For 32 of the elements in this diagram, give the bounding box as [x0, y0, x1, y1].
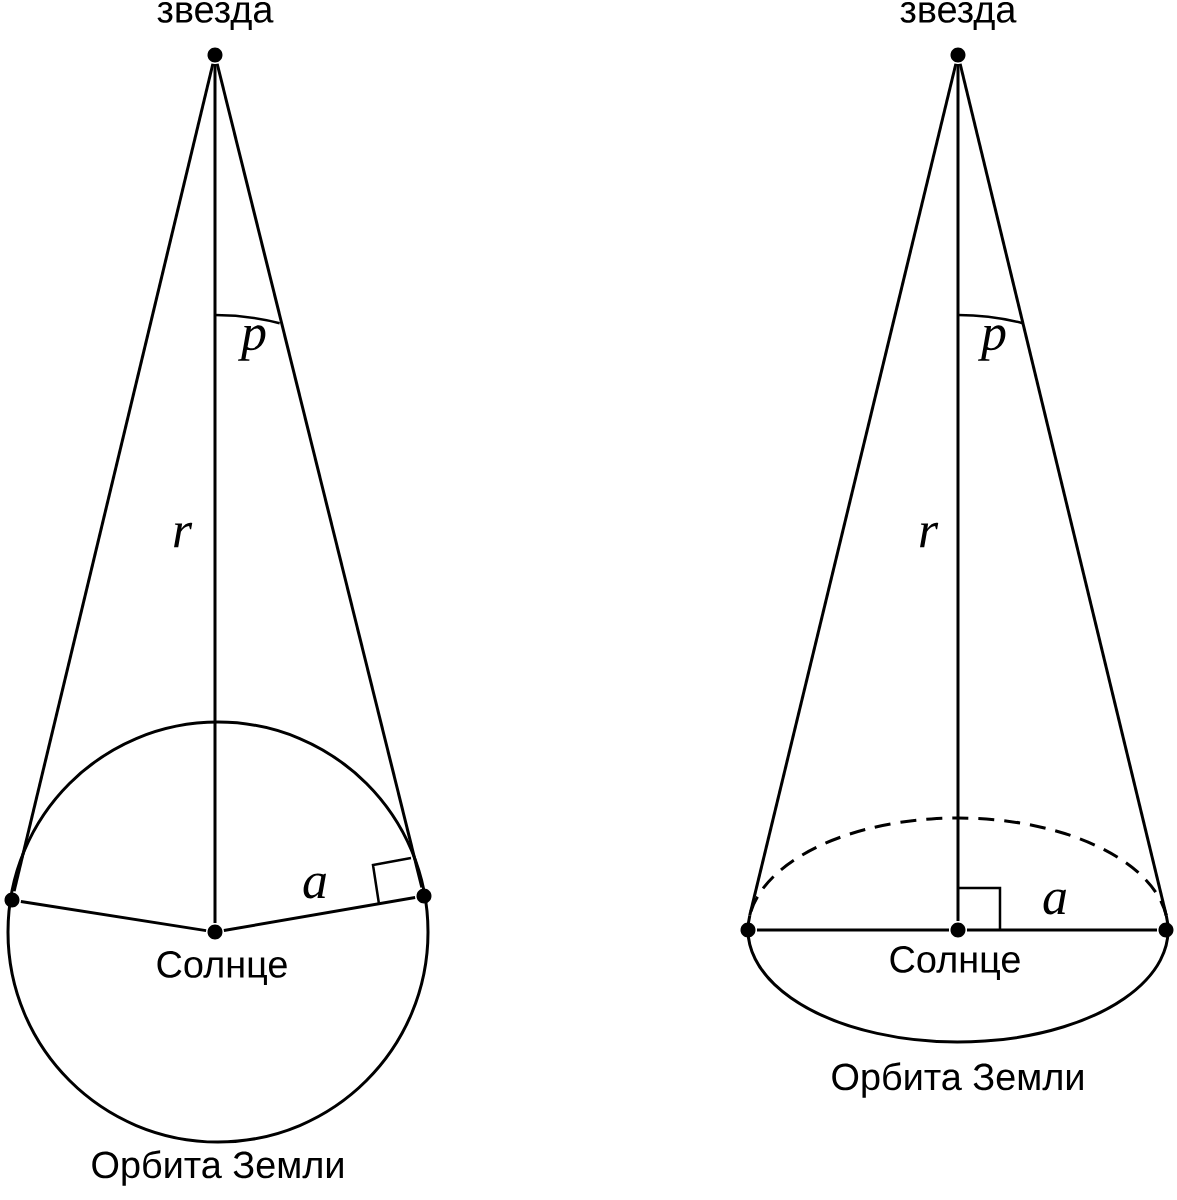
node-label: звезда: [157, 2, 274, 30]
node-label: звезда: [900, 2, 1017, 30]
edge-label: r: [920, 522, 939, 548]
line: [967, 928, 1157, 932]
edge-label: r: [174, 522, 193, 548]
line: [748, 63, 958, 917]
line: [757, 928, 949, 932]
line: [12, 63, 215, 892]
line: [213, 64, 217, 923]
point: [416, 888, 432, 904]
point: [740, 922, 756, 938]
point: [207, 47, 223, 63]
line: [20, 899, 207, 933]
point: [207, 924, 223, 940]
line: [215, 63, 424, 888]
node-label: Орбита Земли: [832, 1062, 1083, 1098]
point: [950, 47, 966, 63]
point: [4, 892, 20, 908]
line: [956, 64, 960, 921]
node-label: Солнце: [157, 951, 287, 985]
edge-label: a: [303, 873, 326, 899]
point: [950, 922, 966, 938]
node-label: Солнце: [890, 946, 1020, 980]
angle-label: p: [238, 325, 266, 361]
edge-label: a: [1043, 889, 1066, 915]
node-label: Орбита Земли: [92, 1150, 343, 1186]
angle-label: p: [978, 325, 1006, 361]
point: [1158, 922, 1174, 938]
line: [223, 896, 416, 932]
orbit-circle: [6, 720, 430, 1144]
orbit-ellipse: [746, 816, 1170, 1044]
line: [958, 63, 1168, 917]
